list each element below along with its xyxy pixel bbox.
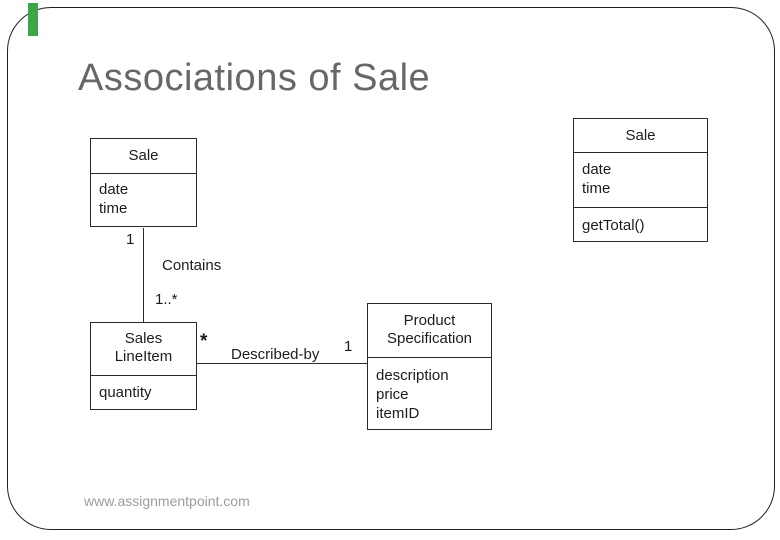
class-attribute: description (376, 367, 449, 384)
class-box-sale: Sale date time (90, 138, 197, 227)
class-attribute: price (376, 386, 409, 403)
class-name-line: Product (403, 312, 456, 329)
class-method: getTotal() (582, 217, 645, 234)
class-name: Sales LineItem (91, 323, 196, 376)
attributes-compartment: date time (91, 174, 196, 218)
class-name-line: Specification (386, 330, 473, 347)
class-name-line: LineItem (114, 348, 173, 365)
class-attribute: date (582, 161, 612, 178)
class-attribute: time (582, 180, 611, 197)
class-name: Product Specification (368, 304, 491, 358)
class-attribute: quantity (99, 384, 152, 401)
multiplicity-label: 1 (344, 338, 353, 355)
class-box-sale-expanded: Sale date time getTotal() (573, 118, 708, 242)
accent-bar (28, 3, 38, 36)
multiplicity-label: 1 (126, 231, 135, 248)
class-box-product-specification: Product Specification description price … (367, 303, 492, 430)
multiplicity-label: 1..* (155, 291, 178, 308)
class-attribute: date (99, 181, 129, 198)
methods-compartment: getTotal() (574, 208, 707, 235)
association-line-contains (143, 228, 144, 322)
class-name-line: Sales (124, 330, 163, 347)
multiplicity-label: * (200, 331, 208, 352)
slide-border (7, 7, 775, 530)
class-box-sales-lineitem: Sales LineItem quantity (90, 322, 197, 410)
footer-watermark: www.assignmentpoint.com (84, 493, 250, 509)
association-label-described-by: Described-by (231, 346, 320, 363)
attributes-compartment: date time (574, 153, 707, 208)
class-attribute: time (99, 200, 128, 217)
class-attribute: itemID (376, 405, 420, 422)
attributes-compartment: quantity (91, 376, 196, 402)
page-title: Associations of Sale (78, 57, 431, 99)
class-name: Sale (574, 119, 707, 153)
attributes-compartment: description price itemID (368, 358, 491, 423)
association-label-contains: Contains (162, 257, 222, 274)
association-line-described-by (197, 363, 367, 364)
class-name: Sale (91, 139, 196, 174)
